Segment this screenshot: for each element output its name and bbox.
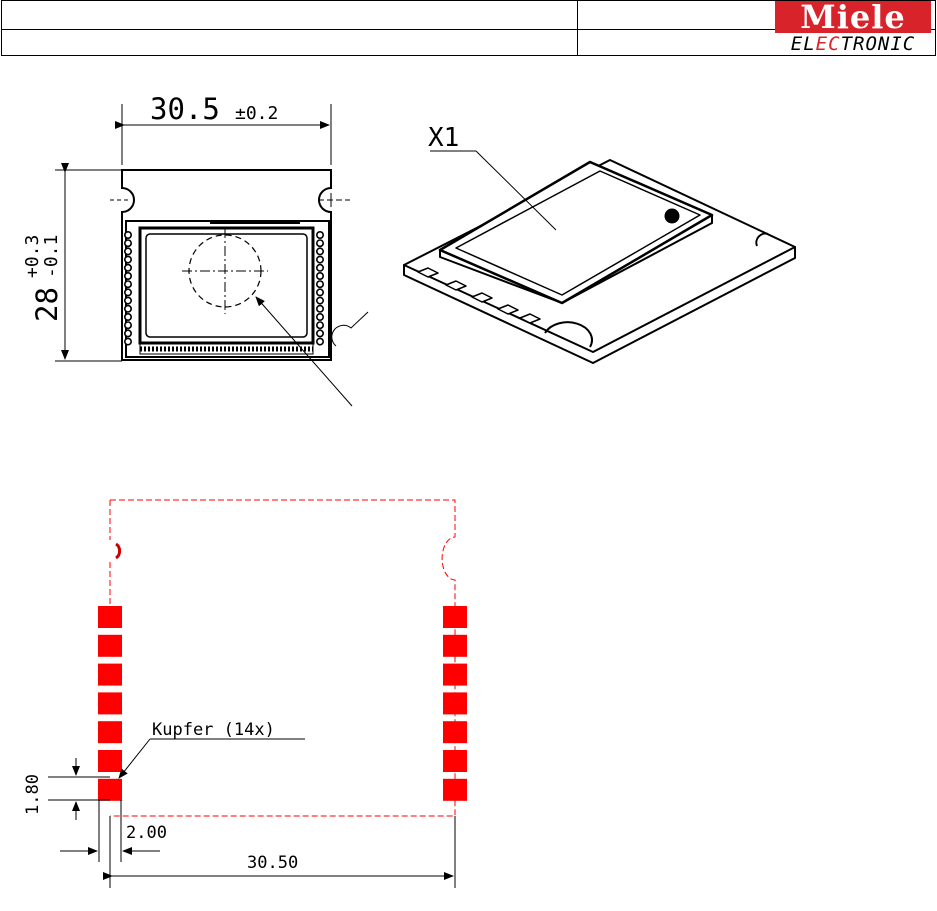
footprint-outline	[110, 500, 455, 816]
copper-pad	[98, 779, 122, 801]
iso-label-x1: X1	[428, 123, 459, 153]
pad-column-right	[443, 606, 467, 801]
pad-label-leader	[119, 739, 150, 778]
module-pin	[125, 289, 131, 295]
height-tolerance-minus: -0.1	[41, 235, 62, 278]
module-pin	[317, 297, 323, 303]
width-tolerance: ±0.2	[235, 103, 278, 124]
module-pin	[317, 273, 323, 279]
module-pin	[125, 273, 131, 279]
module-pin	[125, 297, 131, 303]
detail-callout-arc	[332, 312, 368, 346]
module-pin	[125, 322, 131, 328]
module-pin	[125, 265, 131, 271]
module-pin	[125, 232, 131, 238]
width-value: 30.5	[150, 92, 220, 126]
copper-pad	[443, 721, 467, 743]
module-pin	[317, 281, 323, 287]
copper-pad	[98, 692, 122, 714]
module-pin	[317, 265, 323, 271]
module-pin	[125, 281, 131, 287]
module-pin	[317, 314, 323, 320]
copper-pad	[443, 779, 467, 801]
module-pin	[125, 248, 131, 254]
module-pin	[317, 306, 323, 312]
module-pin	[317, 289, 323, 295]
module-pin	[125, 306, 131, 312]
module-pin	[125, 330, 131, 336]
module-pin	[125, 256, 131, 262]
pad-width-value: 2.00	[126, 823, 167, 843]
pad-column-left	[98, 606, 122, 801]
pad-height-value: 1.80	[23, 774, 43, 815]
pad-label: Kupfer (14x)	[152, 720, 275, 740]
footprint-view	[110, 500, 455, 816]
height-value: 28	[30, 287, 64, 322]
module-pin	[317, 338, 323, 344]
copper-pad	[98, 606, 122, 628]
module-pin	[317, 322, 323, 328]
footprint-notch-left	[116, 544, 120, 558]
module-pin	[317, 248, 323, 254]
copper-pad	[98, 750, 122, 772]
iso-view	[404, 151, 795, 363]
module-pin	[317, 240, 323, 246]
module-pin	[125, 314, 131, 320]
module-pin	[317, 256, 323, 262]
copper-pad	[98, 721, 122, 743]
module-pin	[125, 240, 131, 246]
copper-pad	[443, 750, 467, 772]
module-pin	[125, 338, 131, 344]
copper-pad	[443, 635, 467, 657]
copper-pad	[443, 664, 467, 686]
copper-pad	[98, 664, 122, 686]
pin1-marker-dot	[665, 209, 679, 223]
copper-pad	[443, 692, 467, 714]
copper-pad	[443, 606, 467, 628]
module-pin	[317, 330, 323, 336]
copper-pad	[98, 635, 122, 657]
module-pin	[317, 232, 323, 238]
overall-width-value: 30.50	[247, 853, 298, 873]
height-tolerance-plus: +0.3	[22, 235, 43, 278]
